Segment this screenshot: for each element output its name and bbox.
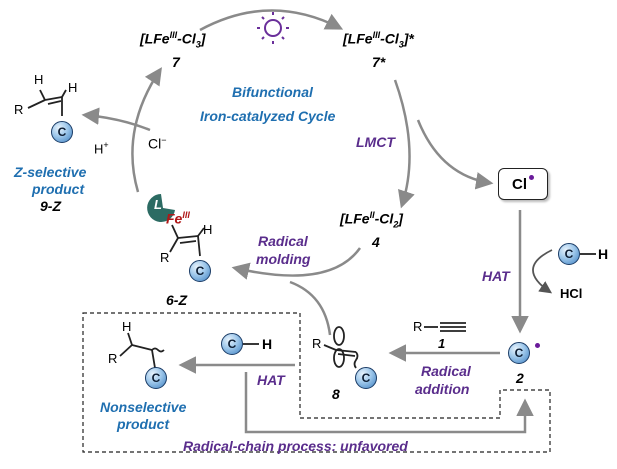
vinyl-h: H [203,222,213,237]
chlorine-radical-box: Cl [498,168,548,200]
light-icon [257,12,289,44]
carbon-ball-icon: C [221,333,243,355]
z-h-top: H [34,72,44,87]
vinyl-radical-number: 8 [332,386,340,402]
hcl-byproduct: HCl [560,286,583,301]
carbon-radical-ball-icon: C [508,342,530,364]
ligand-label: L [154,197,162,212]
arrow-ch-in-hcl-out [532,249,553,294]
carbon-ball-icon: C [51,121,73,143]
arrow-radical-molding [231,247,362,280]
radical-molding-line1: Radical [258,233,308,249]
fe3-catalyst-number: 7 [172,54,180,70]
carbon-ball-icon: C [355,367,377,389]
radical-addition-line2: addition [415,381,470,397]
z-product-line1: Z-selective [14,164,87,180]
arrow-to-product [81,107,151,132]
alkyne-r-group: R [413,319,423,334]
fe2-catalyst-number: 4 [372,234,380,250]
fe3-catalyst: [LFeIII-Cl3] [140,30,206,50]
ns-h: H [122,319,132,334]
cycle-title-line2: Iron-catalyzed Cycle [200,108,336,124]
ligand-shape-icon [147,194,175,222]
iron-vinyl: FeIII [166,210,190,227]
lmct-label: LMCT [356,134,395,150]
ns-r-group: R [108,351,118,366]
cycle-title-line1: Bifunctional [232,84,313,100]
hat2-label: HAT [257,372,285,388]
carbon-radical-number: 2 [516,370,524,386]
arrow-release [131,67,162,193]
carbon-ball-icon: C [145,367,167,389]
nonselective-alkene-bonds [119,332,165,369]
vinyl-iron-number: 6-Z [166,292,187,308]
radical-addition-line1: Radical [421,363,471,379]
radical-molding-line2: molding [256,251,311,267]
z-r-group: R [14,102,24,117]
chloride: Cl− [148,135,167,152]
carbon-ball-icon: C [558,243,580,265]
hat-label: HAT [482,268,510,284]
vinyl-iron-bonds [169,224,205,257]
arrow-8-to-molding [289,280,332,336]
radical-dot-icon [529,174,534,180]
vinyl-radical-r-group: R [312,336,322,351]
arrow-radical-chain [244,372,534,434]
fe2-catalyst: [LFeII-Cl2] [340,210,403,230]
ch-h-right: H [598,246,609,262]
alkyne-number: 1 [438,336,446,351]
nonselective-line1: Nonselective [100,399,187,415]
radical-dot-icon [535,343,540,348]
z-h-right: H [68,80,78,95]
arrow-to-cl-radical [416,119,494,190]
chain-dashed-box [82,312,551,453]
z-product-number: 9-Z [40,198,61,214]
radical-chain-label: Radical-chain process: unfavored [183,438,408,454]
alkyne-bonds [424,322,466,332]
vinyl-r-group: R [160,250,170,265]
carbon-ball-icon: C [189,260,211,282]
proton: H+ [94,140,109,157]
nonselective-line2: product [117,416,170,432]
arrow-excitation [199,9,344,32]
vinyl-radical-bonds [323,326,359,369]
fe3-excited-number: 7* [372,54,386,70]
fe3-excited: [LFeIII-Cl3]* [343,30,414,50]
arrow-lmct [393,79,415,209]
z-product-line2: product [32,181,85,197]
z-alkene-bonds [27,89,67,116]
ch-h-chain: H [262,336,273,352]
